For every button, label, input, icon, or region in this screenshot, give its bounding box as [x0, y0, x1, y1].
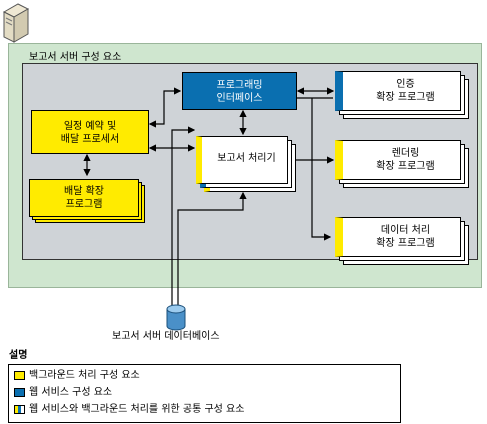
programming-interface-box: 프로그래밍 인터페이스	[182, 72, 297, 110]
legend-item-common: 웹 서비스와 백그라운드 처리를 위한 공통 구성 요소	[14, 404, 244, 416]
legend-item-web-service: 웹 서비스 구성 요소	[14, 387, 112, 399]
legend-label: 웹 서비스 구성 요소	[29, 387, 113, 398]
blue-swatch-icon	[14, 387, 25, 397]
legend-title: 설명	[9, 350, 28, 361]
server-icon	[2, 3, 30, 43]
legend-label: 백그라운드 처리 구성 요소	[29, 370, 140, 381]
report-processor-box: 보고서 처리기	[196, 136, 288, 184]
data-processing-extension-box: 데이터 처리 확장 프로그램	[335, 217, 461, 257]
delivery-extension-box: 배달 확장 프로그램	[29, 179, 139, 217]
mixed-swatch-icon	[14, 404, 25, 414]
components-title: 보고서 서버 구성 요소	[29, 52, 122, 63]
legend-box: 백그라운드 처리 구성 요소 웹 서비스 구성 요소 웹 서비스와 백그라운드 …	[8, 364, 401, 423]
scheduling-delivery-processor-box: 일정 예약 및 배달 프로세서	[31, 110, 149, 154]
legend-label: 웹 서비스와 백그라운드 처리를 위한 공통 구성 요소	[29, 404, 245, 415]
legend-item-background: 백그라운드 처리 구성 요소	[14, 370, 140, 382]
yellow-swatch-icon	[14, 370, 25, 380]
rendering-extension-box: 렌더링 확장 프로그램	[335, 140, 461, 180]
authentication-extension-box: 인증 확장 프로그램	[335, 71, 461, 111]
database-icon	[166, 304, 186, 331]
database-label: 보고서 서버 데이터베이스	[112, 331, 220, 342]
